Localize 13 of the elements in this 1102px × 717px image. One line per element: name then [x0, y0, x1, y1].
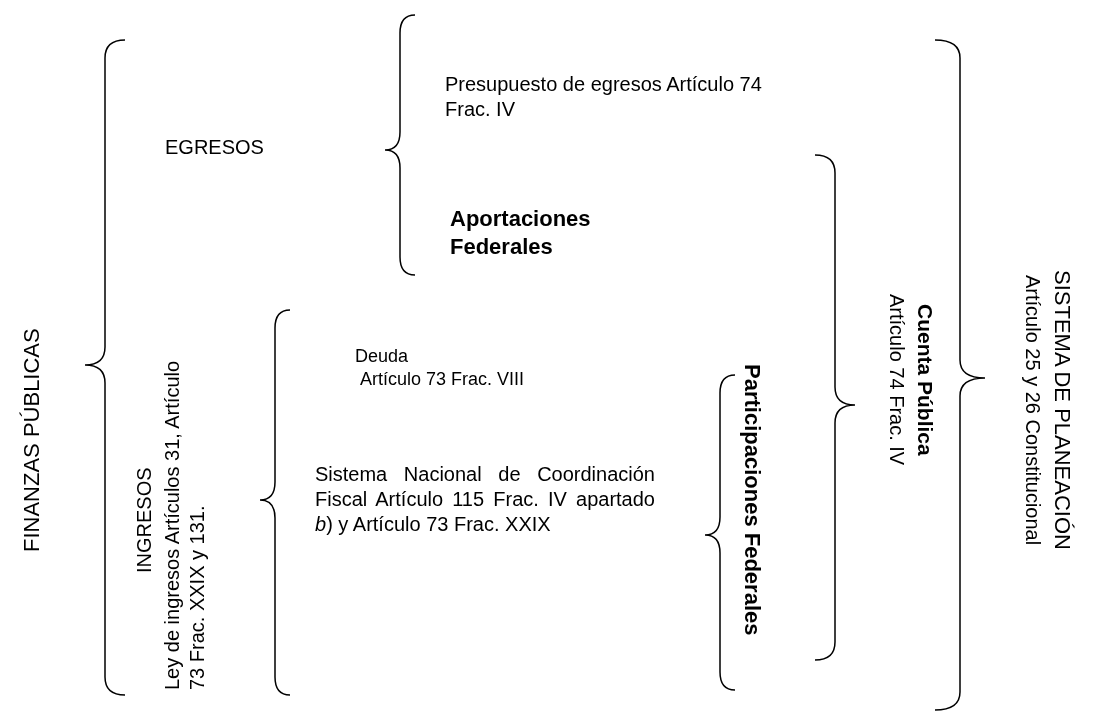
article-text: Deuda Artículo 73 Frac. VIII [355, 345, 526, 390]
heading-text: SISTEMA DE PLANEACIÓN [1048, 269, 1076, 552]
heading-text: FINANZAS PÚBLICAS [18, 327, 45, 554]
heading-text: Participaciones Federales [738, 363, 766, 638]
article-text: Presupuesto de egresos Artículo 74 Frac. IV [445, 72, 763, 122]
article-text: Artículo 74 Frac. IV [885, 293, 909, 468]
article-text: Sistema Nacional de Coordinación Fiscal Artículo 115 Frac. IV apartado b) y Artículo 73 Frac. XXIX [315, 462, 655, 537]
article-text: Artículo 25 y 26 Constitucional [1021, 273, 1045, 548]
heading-text: INGRESOS [132, 466, 156, 575]
heading-text: Cuenta Pública [913, 303, 939, 458]
heading-text: EGRESOS [165, 135, 265, 160]
article-text: Ley de ingresos Artículos 31, Artículo 73 Frac. XXIX y 131. [160, 359, 209, 690]
heading-text: Aportaciones Federales [450, 205, 592, 260]
